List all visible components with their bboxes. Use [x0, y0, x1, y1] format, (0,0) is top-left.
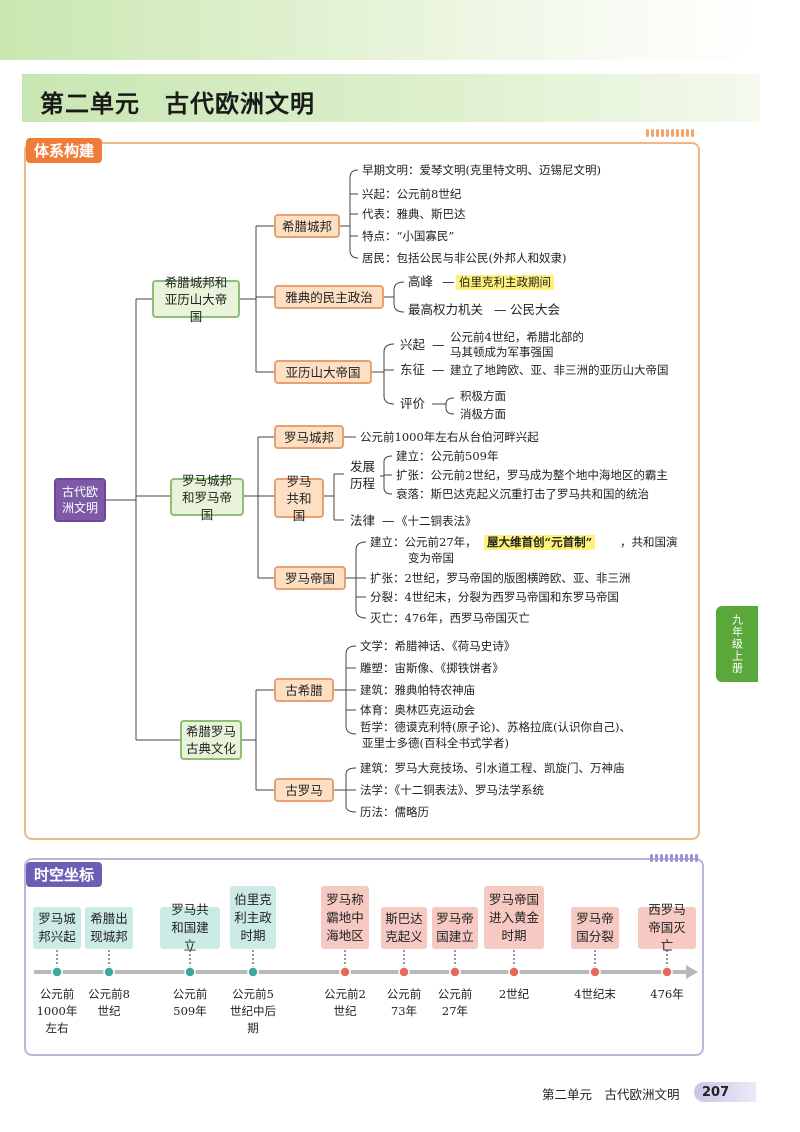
ancient-greece-item: 哲学：德谟克利特(原子论)、苏格拉底(认识你自己)、: [360, 720, 631, 734]
empire-founding-pre: 建立：公元前27年，: [370, 535, 477, 549]
alexander-rise-text: 马其顿成为军事强国: [450, 345, 554, 359]
timeline-date: 公元前8世纪: [88, 987, 130, 1018]
ancient-rome-item: 历法：儒略历: [360, 805, 429, 819]
l2-node-rome-city: 罗马城邦: [274, 425, 344, 449]
timeline-date: 公元前73年: [386, 987, 422, 1018]
l2-node-empire: 罗马帝国: [274, 566, 346, 590]
timeline-event: 斯巴达克起义: [381, 907, 427, 949]
timeline-date: 2世纪: [498, 987, 530, 1001]
empire-item: 扩张：2世纪，罗马帝国的版图横跨欧、亚、非三洲: [370, 571, 631, 585]
empire-item: 灭亡：476年，西罗马帝国灭亡: [370, 611, 530, 625]
l2-node-republic: 罗马共和国: [274, 474, 324, 523]
timeline-event: 罗马城邦兴起: [33, 907, 81, 949]
timeline-event: 西罗马帝国灭亡: [638, 902, 696, 953]
ancient-greece-item: 体育：奥林匹克运动会: [360, 703, 475, 717]
timeline-date: 476年: [650, 987, 684, 1001]
rome-city-text: 公元前1000年左右从台伯河畔兴起: [360, 430, 539, 444]
empire-founding-post: ，共和国演: [620, 535, 678, 549]
ancient-greece-item: 建筑：雅典帕特农神庙: [360, 683, 475, 697]
republic-dev-item: 扩张：公元前2世纪，罗马成为整个地中海地区的霸主: [396, 468, 668, 482]
timeline-event: 罗马帝国分裂: [571, 907, 619, 949]
greek-city-item: 居民：包括公民与非公民(外邦人和奴隶): [362, 251, 567, 265]
timeline-event: 罗马帝国进入黄金时期: [484, 886, 544, 949]
athens-dash-1: —: [442, 274, 455, 289]
timeline-event: 罗马共和国建立: [160, 902, 220, 953]
timeline-date: 公元前509年: [172, 987, 208, 1018]
section-label-system: 体系构建: [26, 138, 103, 163]
republic-dev-label: 发展历程: [350, 459, 376, 491]
athens-peak-value: 伯里克利主政期间: [456, 275, 554, 290]
l1-node-greek: 希腊城邦和亚历山大帝国: [152, 275, 240, 324]
l2-node-ancient-rome: 古罗马: [274, 778, 334, 802]
header-decoration: [0, 0, 760, 60]
decor-dots-2: [650, 854, 698, 862]
republic-law-label: 法律: [350, 513, 376, 528]
empire-item: 分裂：4世纪末，分裂为西罗马帝国和东罗马帝国: [370, 590, 619, 604]
alexander-rise-label: 兴起: [400, 337, 426, 352]
footer-unit: 第二单元 古代欧洲文明: [542, 1087, 680, 1102]
l2-node-ancient-greece: 古希腊: [274, 678, 334, 702]
alexander-rise-text: 公元前4世纪，希腊北部的: [450, 330, 584, 344]
alexander-eval-label: 评价: [400, 396, 426, 411]
alexander-dash-2: —: [432, 362, 445, 377]
title-bar: [22, 74, 760, 122]
page-number: 207: [694, 1082, 756, 1102]
empire-founding-highlight: 屋大维首创“元首制”: [484, 535, 596, 550]
alexander-dash-1: —: [432, 337, 445, 352]
decor-dots-1: [646, 129, 694, 137]
alexander-east-text: 建立了地跨欧、亚、非三洲的亚历山大帝国: [450, 363, 669, 377]
greek-city-item: 兴起：公元前8世纪: [362, 187, 462, 201]
root-node: 古代欧洲文明: [54, 478, 106, 522]
timeline-event: 罗马帝国建立: [432, 907, 478, 949]
l1-node-culture: 希腊罗马古典文化: [180, 720, 242, 760]
l2-node-alexander: 亚历山大帝国: [274, 360, 372, 384]
ancient-rome-item: 法学：《十二铜表法》、罗马法学系统: [360, 783, 544, 797]
timeline-date: 公元前2世纪: [324, 987, 366, 1018]
alexander-eval-item: 消极方面: [460, 407, 506, 421]
republic-law-dash: —: [382, 513, 395, 528]
ancient-greece-item: 亚里士多德(百科全书式学者): [362, 736, 509, 750]
timeline-event: 希腊出现城邦: [85, 907, 133, 949]
republic-dev-item: 衰落：斯巴达克起义沉重打击了罗马共和国的统治: [396, 487, 649, 501]
timeline-event: 伯里克利主政时期: [230, 886, 276, 949]
athens-power-value: 公民大会: [510, 302, 561, 317]
side-grade-tab: 九年级上册: [716, 606, 758, 682]
system-frame: [24, 142, 700, 840]
republic-dev-item: 建立：公元前509年: [396, 449, 499, 463]
timeline-date: 公元前1000年左右: [36, 987, 78, 1035]
timeline-date: 公元前5世纪中后期: [230, 987, 276, 1035]
timeline-date: 4世纪末: [574, 987, 616, 1001]
athens-peak-label: 高峰: [408, 274, 434, 289]
l2-node-athens: 雅典的民主政治: [274, 285, 384, 309]
ancient-rome-item: 建筑：罗马大竞技场、引水道工程、凯旋门、万神庙: [360, 761, 625, 775]
greek-city-item: 早期文明：爱琴文明(克里特文明、迈锡尼文明): [362, 163, 601, 177]
republic-law-text: 《十二铜表法》: [396, 514, 477, 528]
unit-title: 第二单元 古代欧洲文明: [40, 90, 315, 118]
alexander-eval-item: 积极方面: [460, 389, 506, 403]
ancient-greece-item: 雕塑：宙斯像、《掷铁饼者》: [360, 661, 504, 675]
alexander-east-label: 东征: [400, 362, 426, 377]
timeline-event: 罗马称霸地中海地区: [321, 886, 369, 949]
athens-dash-2: —: [494, 302, 507, 317]
section-label-timeline: 时空坐标: [26, 862, 103, 887]
greek-city-item: 代表：雅典、斯巴达: [362, 207, 466, 221]
timeline-date: 公元前27年: [437, 987, 473, 1018]
empire-founding-cont: 变为帝国: [408, 551, 454, 565]
greek-city-item: 特点：“小国寡民”: [362, 229, 455, 243]
athens-power-label: 最高权力机关: [408, 302, 484, 317]
l1-node-rome: 罗马城邦和罗马帝国: [170, 473, 244, 522]
l2-node-greek-city: 希腊城邦: [274, 214, 340, 238]
ancient-greece-item: 文学：希腊神话、《荷马史诗》: [360, 639, 516, 653]
